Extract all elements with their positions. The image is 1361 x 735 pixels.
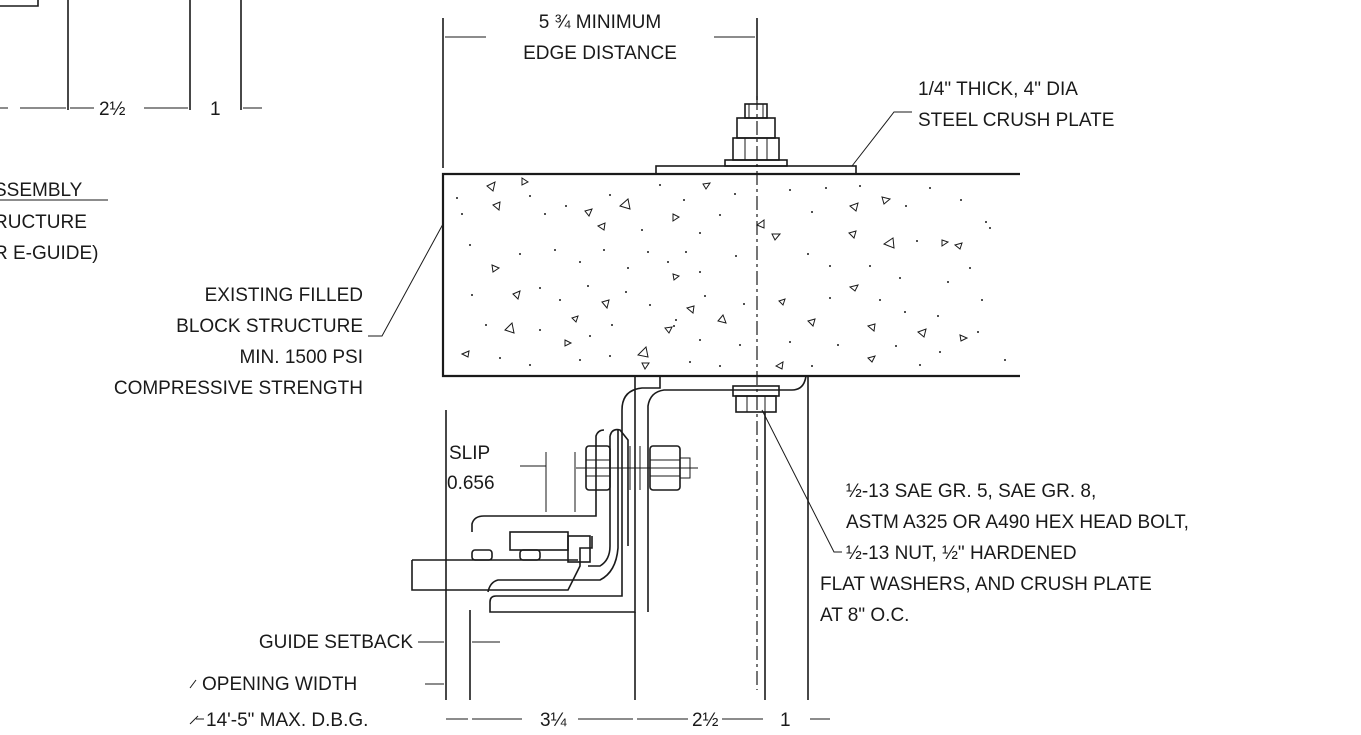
block-structure: EXISTING FILLED BLOCK STRUCTURE MIN. 150… bbox=[114, 172, 1020, 399]
guide-angle bbox=[471, 428, 698, 593]
edge-distance-line2: EDGE DISTANCE bbox=[523, 43, 677, 64]
bolt-note-line3: ½-13 NUT, ½" HARDENED bbox=[846, 543, 1077, 564]
crush-plate-line2: STEEL CRUSH PLATE bbox=[918, 110, 1114, 131]
guide-angle-leg bbox=[588, 436, 611, 567]
edge-distance-line1: 5 ¾ MINIMUM bbox=[539, 12, 661, 33]
dim-2-5: 2½ bbox=[692, 710, 719, 731]
top-washer bbox=[724, 159, 788, 167]
wall-angle-outer bbox=[489, 376, 661, 613]
curtain-bar bbox=[411, 536, 593, 591]
curtain-roller-1 bbox=[471, 549, 493, 561]
curtain-guide-rail bbox=[411, 531, 593, 591]
guide-angle-outer bbox=[471, 429, 605, 532]
bottom-washer bbox=[732, 385, 780, 397]
bolt-thread-end bbox=[744, 103, 768, 119]
curtain-roller-2 bbox=[519, 549, 541, 561]
block-outline bbox=[441, 172, 1020, 378]
bolt-note: ½-13 SAE GR. 5, SAE GR. 8, ASTM A325 OR … bbox=[761, 409, 1189, 626]
block-structure-line3: MIN. 1500 PSI bbox=[239, 347, 363, 368]
left-partial-assembly-line3: R E-GUIDE) bbox=[0, 243, 99, 264]
bolt-bottom-assembly bbox=[732, 385, 780, 413]
top-hex-nut bbox=[736, 117, 776, 139]
slip-value: 0.656 bbox=[447, 473, 495, 494]
opening-width-arrow bbox=[189, 679, 197, 689]
bolt-top-assembly bbox=[655, 103, 857, 175]
bolt-note-line4: FLAT WASHERS, AND CRUSH PLATE bbox=[820, 574, 1152, 595]
bolt-note-line5: AT 8" O.C. bbox=[820, 605, 909, 626]
block-structure-line4: COMPRESSIVE STRENGTH bbox=[114, 378, 363, 399]
bolt-note-line1: ½-13 SAE GR. 5, SAE GR. 8, bbox=[846, 481, 1096, 502]
wall-angle-flange bbox=[647, 375, 807, 612]
slip-dimension: SLIP 0.656 bbox=[445, 410, 576, 700]
bolt-note-line2: ASTM A325 OR A490 HEX HEAD BOLT, bbox=[846, 512, 1189, 533]
max-dbg-label: 14'-5" MAX. D.B.G. bbox=[206, 710, 368, 731]
left-partial-assembly-line2: RUCTURE bbox=[0, 212, 87, 233]
guide-setback-label: GUIDE SETBACK bbox=[259, 632, 413, 653]
bolt-note-leader bbox=[761, 409, 842, 553]
left-partial-detail: 2½ 1 SSEMBLY RUCTURE R E-GUIDE) bbox=[0, 0, 262, 264]
left-partial-dim-1: 1 bbox=[210, 99, 221, 120]
edge-distance-dimension: 5 ¾ MINIMUM EDGE DISTANCE bbox=[442, 12, 758, 168]
crush-plate-line1: 1/4" THICK, 4" DIA bbox=[918, 79, 1078, 100]
bottom-hex-nut bbox=[735, 395, 777, 413]
steel-crush-plate bbox=[655, 165, 857, 175]
top-hex-nut-lower bbox=[732, 137, 780, 161]
dim-3-25: 3¼ bbox=[540, 710, 568, 731]
curtain-end-block bbox=[509, 531, 569, 551]
bottom-dimensions: GUIDE SETBACK OPENING WIDTH 14'-5" MAX. … bbox=[189, 376, 830, 731]
wall-angle-bracket bbox=[489, 375, 807, 613]
block-structure-line1: EXISTING FILLED bbox=[205, 285, 363, 306]
opening-width-label: OPENING WIDTH bbox=[202, 674, 357, 695]
slip-label: SLIP bbox=[449, 443, 490, 464]
guide-angle-inner bbox=[487, 430, 619, 593]
block-structure-leader bbox=[368, 223, 444, 337]
crush-plate-note: 1/4" THICK, 4" DIA STEEL CRUSH PLATE bbox=[851, 79, 1114, 167]
left-partial-assembly-line1: SSEMBLY bbox=[0, 180, 83, 201]
max-dbg-arrow bbox=[189, 715, 199, 725]
crush-plate-leader bbox=[851, 111, 912, 167]
block-structure-line2: BLOCK STRUCTURE bbox=[176, 316, 363, 337]
dim-1: 1 bbox=[780, 710, 791, 731]
left-partial-box-edge bbox=[0, 0, 39, 7]
block-aggregate-hatch bbox=[456, 177, 1006, 370]
left-partial-dim-2-5: 2½ bbox=[99, 99, 126, 120]
